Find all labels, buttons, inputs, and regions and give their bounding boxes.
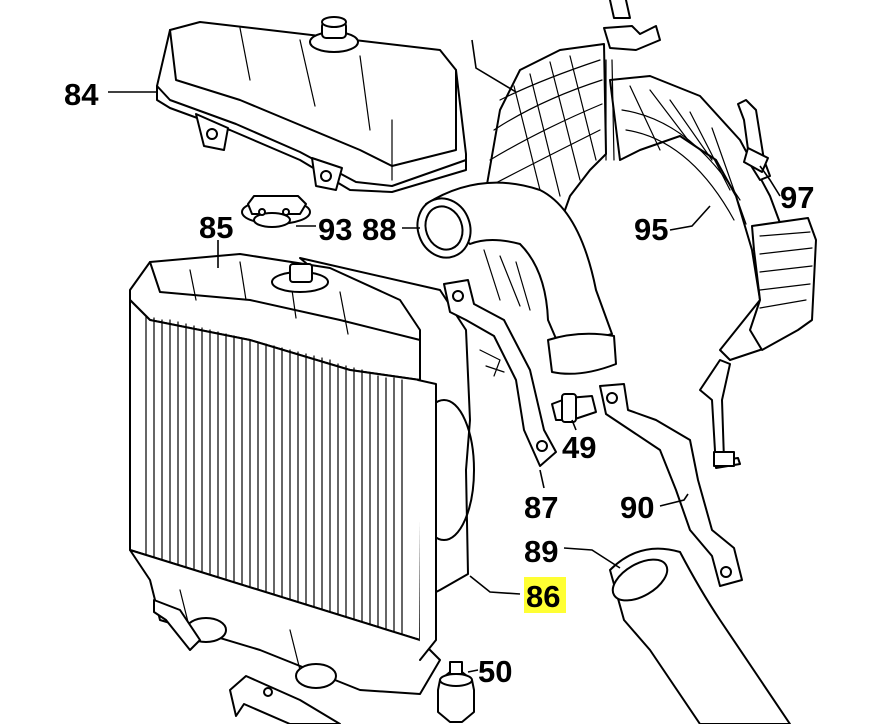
part-84-expansion-tank[interactable] xyxy=(156,16,467,193)
part-85-radiator[interactable] xyxy=(129,253,475,695)
part-49-temperature-sensor[interactable] xyxy=(551,393,597,423)
part-labels: 84 85 93 88 95 97 49 87 90 89 86 50 xyxy=(64,77,814,689)
label-49[interactable]: 49 xyxy=(562,430,596,465)
label-86[interactable]: 86 xyxy=(526,579,560,614)
label-50[interactable]: 50 xyxy=(478,654,512,689)
label-84[interactable]: 84 xyxy=(64,77,99,112)
label-90[interactable]: 90 xyxy=(620,490,654,525)
radiator-fins xyxy=(145,315,403,639)
label-88[interactable]: 88 xyxy=(362,212,396,247)
lower-crossmember xyxy=(153,599,341,724)
part-97-shroud-bracket[interactable] xyxy=(737,99,771,181)
part-87-bracket[interactable] xyxy=(443,279,557,467)
part-90-coolant-pipe[interactable] xyxy=(599,383,743,587)
label-89[interactable]: 89 xyxy=(524,534,558,569)
part-95-fan-shroud[interactable] xyxy=(485,0,817,469)
label-97[interactable]: 97 xyxy=(780,180,814,215)
label-85[interactable]: 85 xyxy=(199,210,233,245)
leader-lines xyxy=(108,39,781,673)
part-89-lower-hose[interactable] xyxy=(606,547,791,724)
label-93[interactable]: 93 xyxy=(318,212,352,247)
label-95[interactable]: 95 xyxy=(634,212,668,247)
highlight-86 xyxy=(524,577,566,613)
label-87[interactable]: 87 xyxy=(524,490,558,525)
part-88-upper-hose[interactable] xyxy=(409,181,617,375)
part-93-radiator-cap[interactable] xyxy=(241,195,311,228)
part-50-rubber-mount[interactable] xyxy=(437,661,475,723)
